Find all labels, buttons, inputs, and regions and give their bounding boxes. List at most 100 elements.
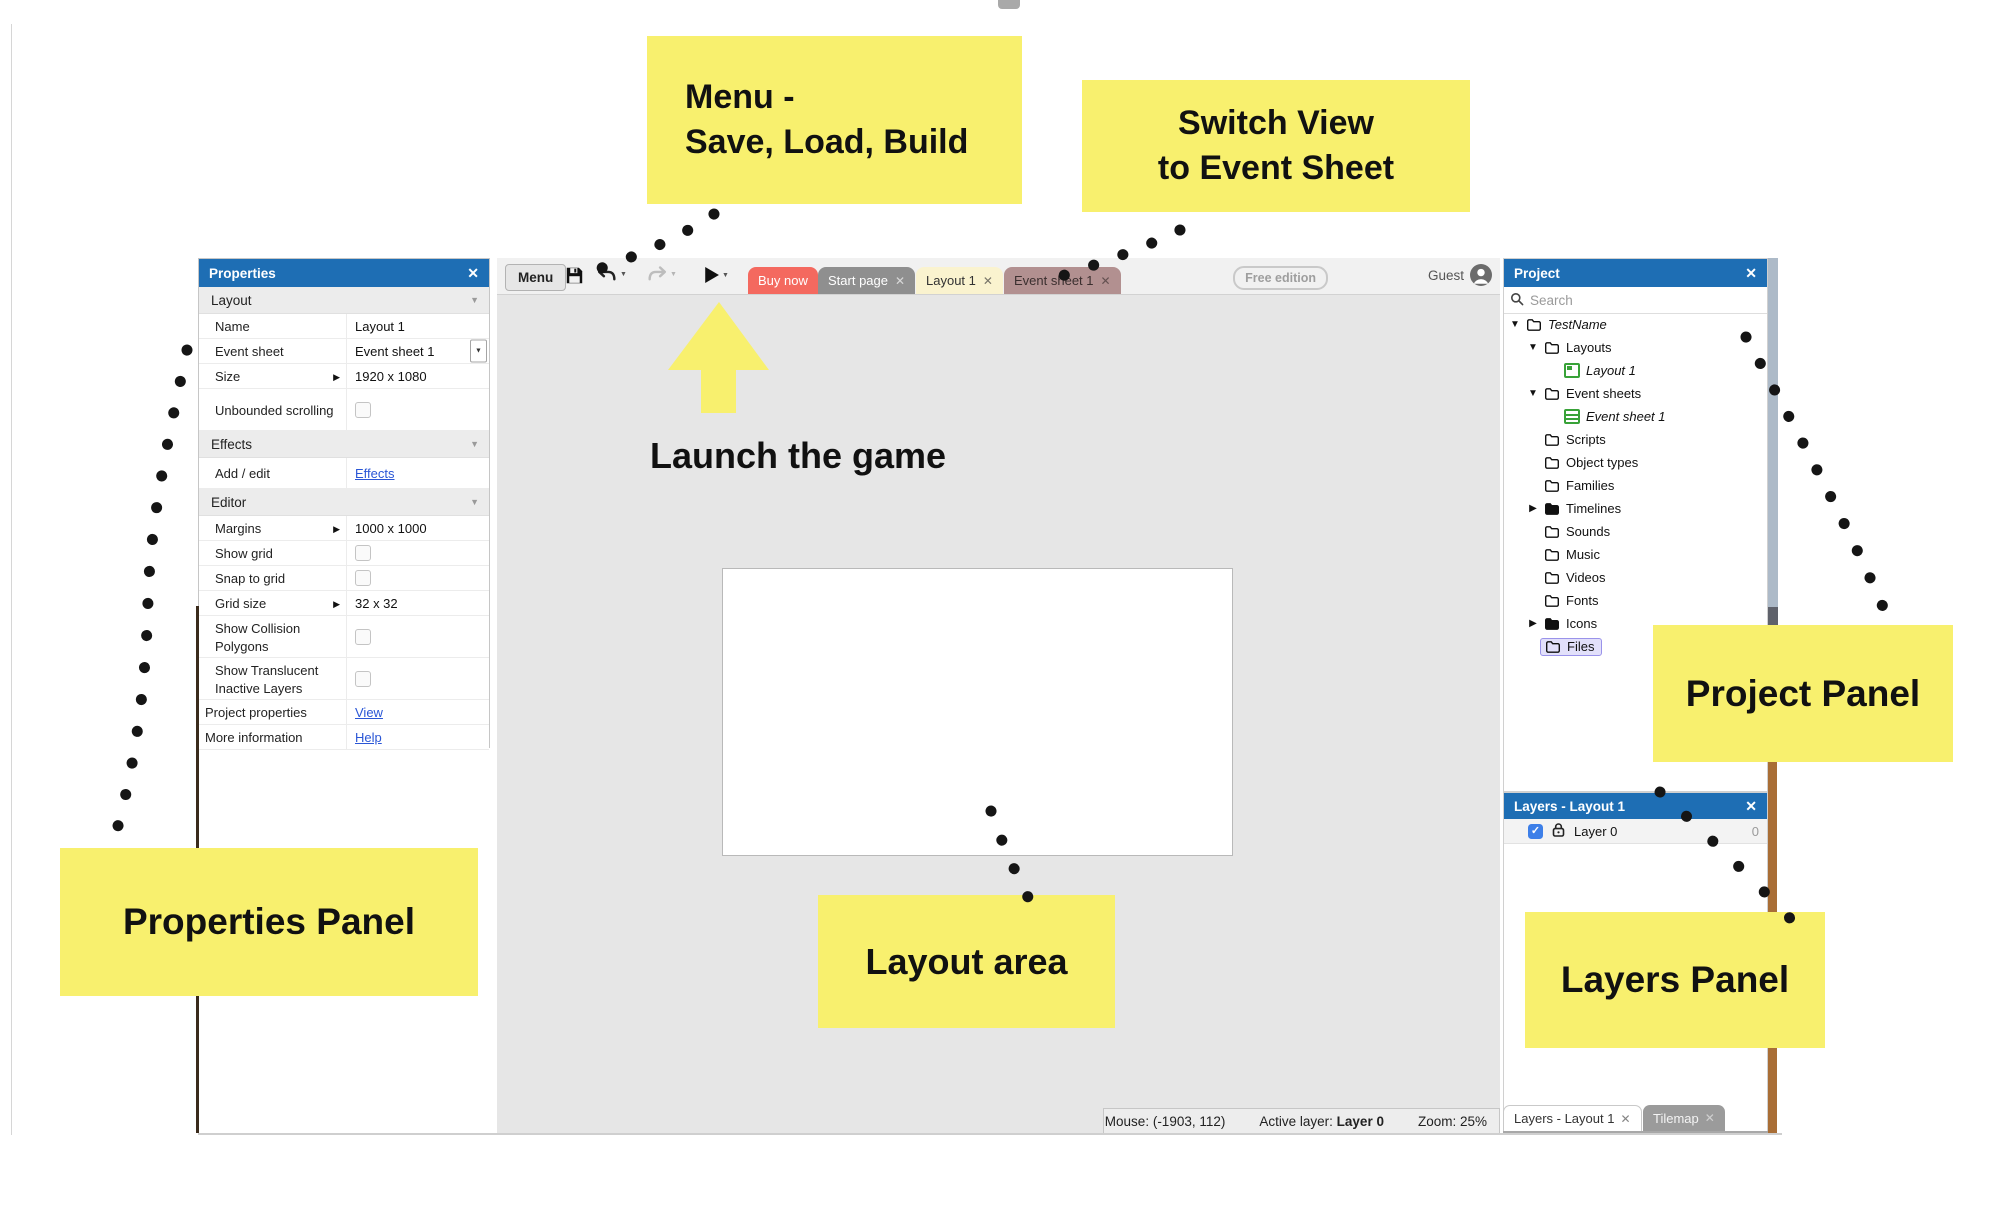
- tree-item-label: Timelines: [1566, 501, 1622, 516]
- property-label-text: Show Translucent Inactive Layers: [215, 662, 319, 696]
- effects-link[interactable]: Effects: [355, 465, 395, 481]
- close-icon[interactable]: ✕: [982, 273, 993, 288]
- property-label: Show Collision Polygons: [199, 616, 347, 657]
- view-link[interactable]: View: [355, 704, 383, 720]
- chevron-right-icon[interactable]: ▶: [1529, 503, 1537, 514]
- search-icon: [1510, 292, 1524, 309]
- tree-item-layout-1[interactable]: Layout 1: [1504, 359, 1767, 382]
- chevron-right-icon[interactable]: ▶: [1529, 618, 1537, 629]
- checkbox[interactable]: [355, 545, 371, 561]
- properties-section-header[interactable]: Effects▼: [199, 431, 489, 458]
- properties-section-header[interactable]: Editor▼: [199, 489, 489, 516]
- app-bottom-border: [198, 1133, 1782, 1135]
- property-label-text: Margins: [215, 521, 262, 537]
- dotted-trail-properties: [104, 344, 193, 859]
- main-toolbar: Menu ▼ ▼ ▼ Buy now Start page✕Layout 1✕Ev…: [497, 258, 1500, 295]
- property-label-text: Event sheet: [215, 344, 284, 360]
- close-icon[interactable]: ✕: [1100, 273, 1111, 288]
- undo-dropdown-caret[interactable]: ▼: [620, 271, 627, 278]
- property-label: Show Translucent Inactive Layers: [199, 658, 347, 699]
- tree-item-layouts[interactable]: ▼Layouts: [1504, 336, 1767, 359]
- checkbox[interactable]: [355, 670, 371, 687]
- chevron-down-icon[interactable]: ▼: [1528, 388, 1538, 399]
- folder-icon: [1544, 456, 1560, 470]
- tab-layout-1[interactable]: Layout 1✕: [916, 267, 1003, 294]
- tree-item-event-sheets[interactable]: ▼ Event sheets: [1504, 382, 1767, 405]
- layer-row[interactable]: ✓ Layer 0 0: [1504, 819, 1767, 844]
- tree-item-families[interactable]: Families: [1504, 474, 1767, 497]
- launch-annotation-text: Launch the game: [650, 435, 947, 476]
- expand-arrow-icon[interactable]: ▶: [333, 371, 340, 382]
- tree-item-videos[interactable]: Videos: [1504, 566, 1767, 589]
- tree-item-sounds[interactable]: Sounds: [1504, 520, 1767, 543]
- property-value-text[interactable]: Event sheet 1: [355, 343, 435, 359]
- annotation-properties-panel-note: Properties Panel: [60, 848, 478, 996]
- tree-item-label: Object types: [1566, 455, 1639, 470]
- tree-item-label: Event sheets: [1566, 386, 1642, 401]
- play-dropdown-caret[interactable]: ▼: [722, 271, 729, 279]
- tree-item-files[interactable]: Files: [1504, 635, 1767, 658]
- tree-item-object-types[interactable]: Object types: [1504, 451, 1767, 474]
- tab-buy-now[interactable]: Buy now: [748, 267, 818, 294]
- layer-name: Layer 0: [1574, 823, 1618, 839]
- property-row: Snap to grid: [199, 566, 489, 591]
- checkbox[interactable]: [355, 401, 371, 418]
- tab-label: Layers - Layout 1: [1514, 1111, 1615, 1126]
- folder-icon: [1544, 387, 1560, 401]
- tree-item-scripts[interactable]: Scripts: [1504, 428, 1767, 451]
- layout-viewport-rect[interactable]: [722, 568, 1233, 856]
- lock-icon[interactable]: [1551, 822, 1566, 841]
- property-value: [347, 616, 489, 657]
- tree-item-icons[interactable]: ▶Icons: [1504, 612, 1767, 635]
- property-label: Grid size▶: [199, 591, 347, 615]
- property-value: Effects: [347, 458, 489, 488]
- tab-event-sheet-1[interactable]: Event sheet 1✕: [1004, 267, 1121, 294]
- visibility-checkbox[interactable]: ✓: [1528, 823, 1543, 839]
- folder-icon: [1544, 548, 1560, 562]
- undo-icon[interactable]: ▼: [597, 266, 627, 283]
- layer-object-count: 0: [1751, 823, 1759, 839]
- close-icon[interactable]: ✕: [895, 273, 906, 288]
- property-label-text: Project properties: [205, 705, 307, 721]
- folder-icon: [1544, 479, 1560, 493]
- property-row: Size▶1920 x 1080: [199, 364, 489, 389]
- close-icon[interactable]: ✕: [1704, 1111, 1715, 1125]
- browser-edge-artifact: [998, 0, 1020, 9]
- project-search-input[interactable]: Search: [1504, 287, 1767, 314]
- chevron-down-icon[interactable]: ▼: [1528, 342, 1538, 353]
- tab-start-page[interactable]: Start page✕: [818, 267, 916, 294]
- save-icon[interactable]: [565, 266, 584, 285]
- tree-item-fonts[interactable]: Fonts: [1504, 589, 1767, 612]
- tree-item-event-sheet-1[interactable]: Event sheet 1: [1504, 405, 1767, 428]
- user-avatar-icon[interactable]: [1470, 264, 1492, 286]
- close-icon[interactable]: ✕: [1745, 265, 1757, 281]
- property-row: Project properties View: [199, 700, 489, 725]
- close-icon[interactable]: ✕: [1620, 1111, 1631, 1126]
- expand-arrow-icon[interactable]: ▶: [333, 523, 340, 534]
- expand-arrow-icon[interactable]: ▶: [333, 598, 340, 609]
- menu-button[interactable]: Menu: [505, 264, 567, 291]
- checkbox[interactable]: [355, 570, 371, 586]
- tree-selection: Files: [1540, 637, 1603, 656]
- status-active-layer: Active layer: Layer 0: [1259, 1114, 1384, 1129]
- properties-section-header[interactable]: Layout▼: [199, 287, 489, 314]
- bottom-tab-tilemap[interactable]: Tilemap✕: [1643, 1105, 1725, 1131]
- redo-dropdown-caret: ▼: [670, 271, 677, 278]
- bottom-tab-bar: Layers - Layout 1✕Tilemap✕: [1503, 1105, 1768, 1133]
- close-icon[interactable]: ✕: [467, 265, 479, 281]
- tree-item-timelines[interactable]: ▶ Timelines: [1504, 497, 1767, 520]
- close-icon[interactable]: ✕: [1745, 798, 1757, 814]
- help-link[interactable]: Help: [355, 729, 382, 745]
- tab-label: Buy now: [758, 273, 808, 288]
- tree-item-testname[interactable]: ▼TestName: [1504, 313, 1767, 336]
- checkbox[interactable]: [355, 628, 371, 645]
- chevron-down-icon[interactable]: ▼: [1510, 319, 1520, 330]
- tree-item-music[interactable]: Music: [1504, 543, 1767, 566]
- tree-item-label: Layout 1: [1586, 363, 1636, 378]
- play-icon[interactable]: ▼: [704, 267, 729, 283]
- property-label: Size▶: [199, 364, 347, 388]
- bottom-tab-layers---layout-1[interactable]: Layers - Layout 1 ✕: [1503, 1105, 1642, 1131]
- dropdown-button[interactable]: ▼: [470, 339, 487, 363]
